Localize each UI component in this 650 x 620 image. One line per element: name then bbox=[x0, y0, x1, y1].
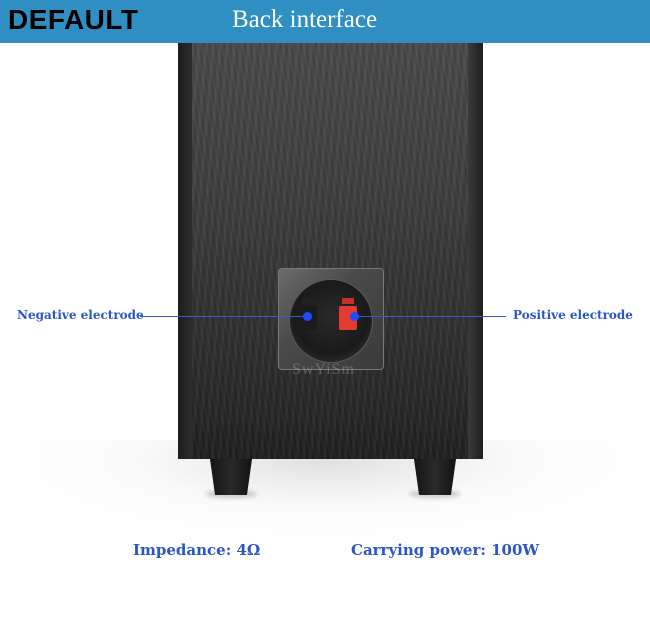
speaker-foot-left bbox=[210, 459, 252, 495]
watermark-text: SwYiSm bbox=[292, 361, 355, 378]
negative-pointer-dot-icon bbox=[303, 312, 312, 321]
impedance-spec: Impedance: 4Ω bbox=[133, 541, 261, 559]
positive-terminal-cap bbox=[342, 298, 354, 304]
positive-pointer-dot-icon bbox=[350, 312, 359, 321]
header-banner: DEFAULT Back interface bbox=[0, 0, 650, 43]
negative-terminal-cap bbox=[302, 298, 314, 304]
power-spec: Carrying power: 100W bbox=[351, 541, 540, 559]
speaker-cabinet bbox=[178, 43, 483, 459]
positive-electrode-label: Positive electrode bbox=[513, 308, 633, 322]
cabinet-edge-right bbox=[468, 43, 483, 459]
cabinet-edge-left bbox=[178, 43, 192, 459]
speaker-foot-right bbox=[414, 459, 456, 495]
section-title: Back interface bbox=[232, 6, 378, 33]
positive-pointer-line bbox=[354, 316, 506, 317]
negative-electrode-label: Negative electrode bbox=[17, 308, 144, 322]
brand-logo-text: DEFAULT bbox=[8, 4, 139, 35]
negative-pointer-line bbox=[140, 316, 308, 317]
